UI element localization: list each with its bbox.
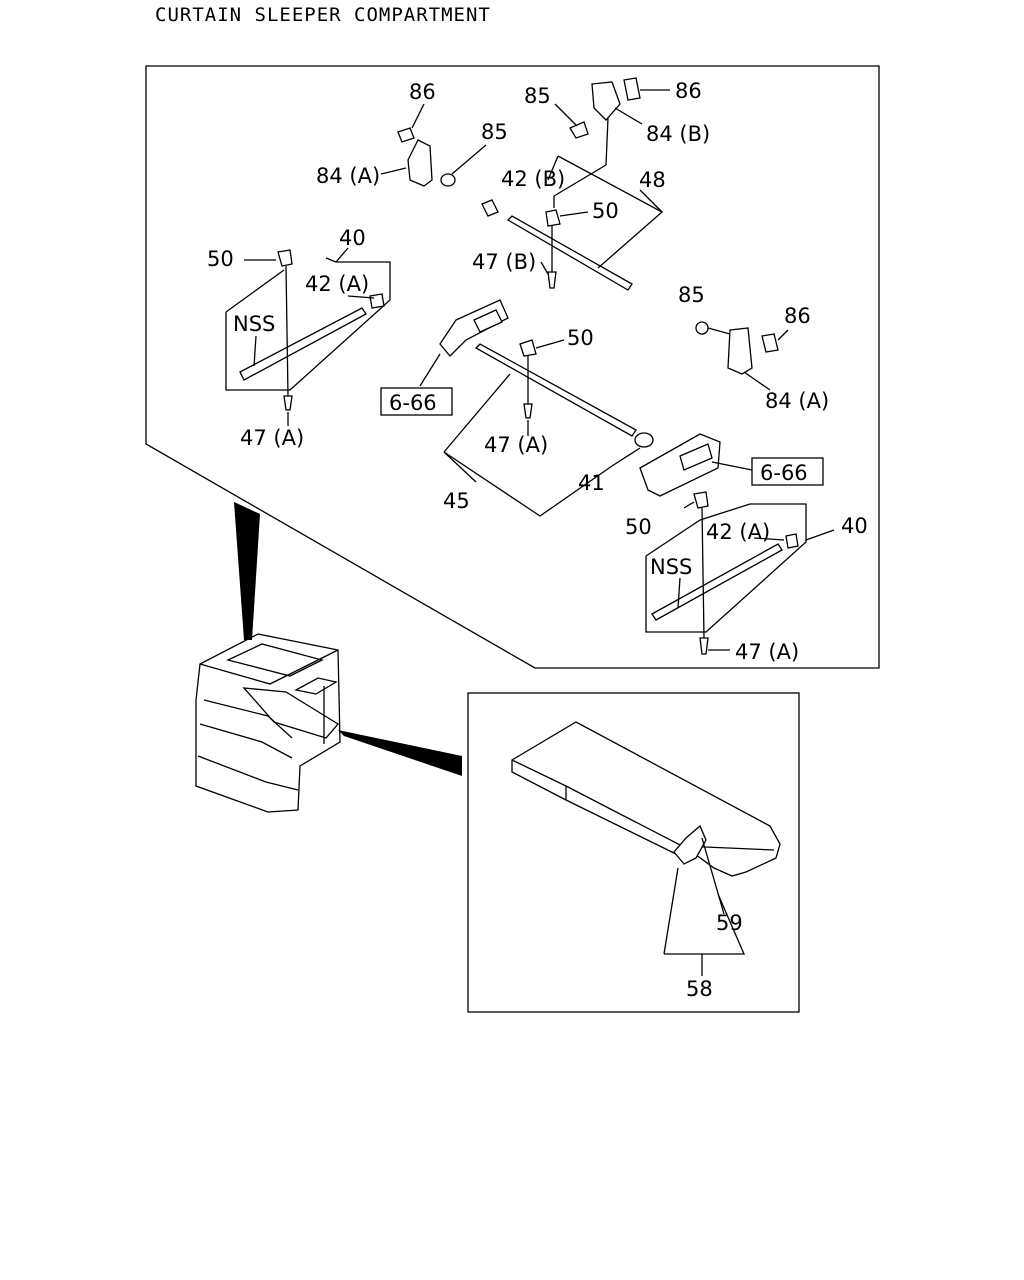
callout-86-top-left: 86	[409, 80, 436, 104]
callout-84a-top: 84 (A)	[316, 164, 380, 188]
callout-86-right: 86	[784, 304, 811, 328]
callout-47a-left: 47 (A)	[240, 426, 304, 450]
exploded-view-frame	[145, 65, 880, 669]
callout-47a-mid: 47 (A)	[484, 433, 548, 457]
ref-box-right	[751, 457, 824, 486]
callout-41: 41	[578, 471, 605, 495]
page-title: CURTAIN SLEEPER COMPARTMENT	[155, 4, 491, 26]
curtain-detail	[511, 721, 781, 976]
truck-cab	[195, 633, 341, 813]
nss-label-left: NSS	[233, 312, 275, 336]
callout-86-top-right: 86	[675, 79, 702, 103]
callout-58: 58	[686, 977, 713, 1001]
ref-label-right: 6-66	[760, 461, 808, 485]
callout-45: 45	[443, 489, 470, 513]
callout-50-mid: 50	[567, 326, 594, 350]
callout-85-right: 85	[678, 283, 705, 307]
callout-40-right: 40	[841, 514, 868, 538]
rail-40-left-assembly	[225, 247, 391, 426]
rail-45-assembly	[419, 299, 654, 517]
callout-50-top: 50	[592, 199, 619, 223]
pointer-wedge-top	[234, 502, 260, 640]
rail-48-assembly	[481, 155, 664, 291]
callout-47a-right: 47 (A)	[735, 640, 799, 664]
bracket-84b	[553, 77, 670, 208]
callout-85-top-left: 85	[481, 120, 508, 144]
nss-label-right: NSS	[650, 555, 692, 579]
ref-box-left	[380, 387, 453, 416]
callout-48: 48	[639, 168, 666, 192]
panel-piece-right	[639, 433, 753, 497]
callout-85-top-right: 85	[524, 84, 551, 108]
callout-42b: 42 (B)	[501, 167, 565, 191]
callout-84a-right: 84 (A)	[765, 389, 829, 413]
callout-42a-left: 42 (A)	[305, 272, 369, 296]
bracket-84a-top	[380, 103, 487, 187]
callout-59: 59	[716, 911, 743, 935]
callout-42a-right: 42 (A)	[706, 520, 770, 544]
callout-47b: 47 (B)	[472, 250, 536, 274]
detail-frame	[467, 692, 800, 1013]
callout-50-right: 50	[625, 515, 652, 539]
pointer-wedge-detail	[338, 730, 462, 776]
callout-50-left: 50	[207, 247, 234, 271]
rail-40-right-assembly	[645, 491, 835, 655]
callout-40-left: 40	[339, 226, 366, 250]
bracket-84a-right	[695, 321, 789, 391]
callout-84b: 84 (B)	[646, 122, 710, 146]
ref-label-left: 6-66	[389, 391, 437, 415]
